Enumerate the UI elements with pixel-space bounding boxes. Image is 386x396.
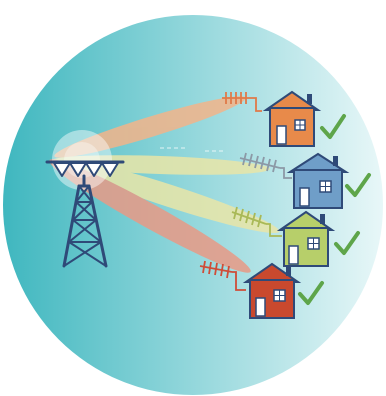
signal-glow (52, 130, 112, 190)
